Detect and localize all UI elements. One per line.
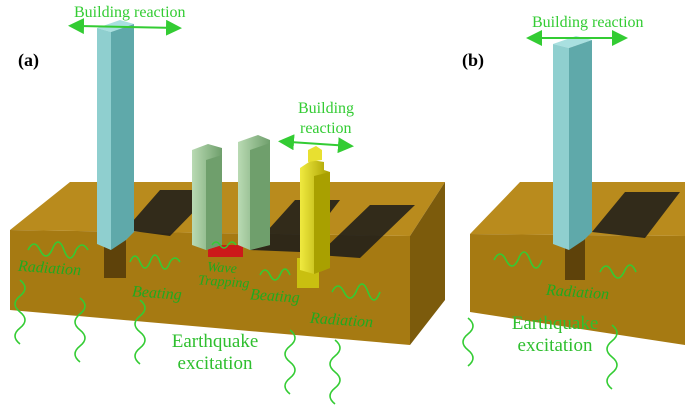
label-beating-left: Beating (131, 283, 183, 304)
label-building-reaction-b: Building reaction (532, 14, 644, 31)
panel-b (462, 30, 685, 390)
panel-a (10, 18, 445, 405)
wave-excitation-b-1 (462, 317, 474, 367)
tower-b (553, 36, 592, 250)
wave-excitation-4 (284, 329, 296, 395)
label-beating-right: Beating (249, 286, 301, 307)
soil-block-side-a (410, 182, 445, 345)
wave-excitation-b-2 (606, 324, 618, 390)
wave-beating-right (259, 268, 291, 281)
green-towers (192, 135, 270, 250)
wave-radiation-b-right (599, 264, 637, 279)
arrow-building-reaction-right (278, 134, 354, 154)
wave-trapping-zone (208, 245, 243, 257)
label-building-reaction-right-1: Building (298, 100, 355, 117)
tall-tower-a (97, 20, 134, 250)
wave-excitation-2 (74, 297, 86, 363)
wave-excitation-3 (134, 299, 146, 365)
wave-radiation-left (27, 241, 89, 259)
wave-radiation-right (331, 283, 381, 301)
wave-excitation-1 (14, 279, 26, 345)
soil-block-front-b (470, 234, 685, 345)
label-excitation-b: excitation (517, 335, 593, 356)
label-earthquake-a: Earthquake (171, 331, 259, 352)
wave-beating-left (129, 254, 181, 270)
shadow-tower-b (592, 192, 680, 238)
label-excitation-a: excitation (177, 353, 253, 374)
wave-excitation-5 (329, 339, 341, 405)
wave-trapping (211, 241, 237, 249)
panel-tag-a: (a) (18, 50, 39, 70)
panel-tag-b: (b) (462, 50, 484, 70)
label-building-reaction-right-2: reaction (300, 120, 352, 137)
shadow-yellow-tower (318, 205, 415, 258)
arrow-building-reaction-a (68, 18, 182, 36)
label-earthquake-b: Earthquake (511, 313, 599, 334)
wave-radiation-b-left (493, 251, 543, 269)
label-building-reaction-a: Building reaction (74, 4, 186, 21)
yellow-tower (300, 146, 330, 274)
